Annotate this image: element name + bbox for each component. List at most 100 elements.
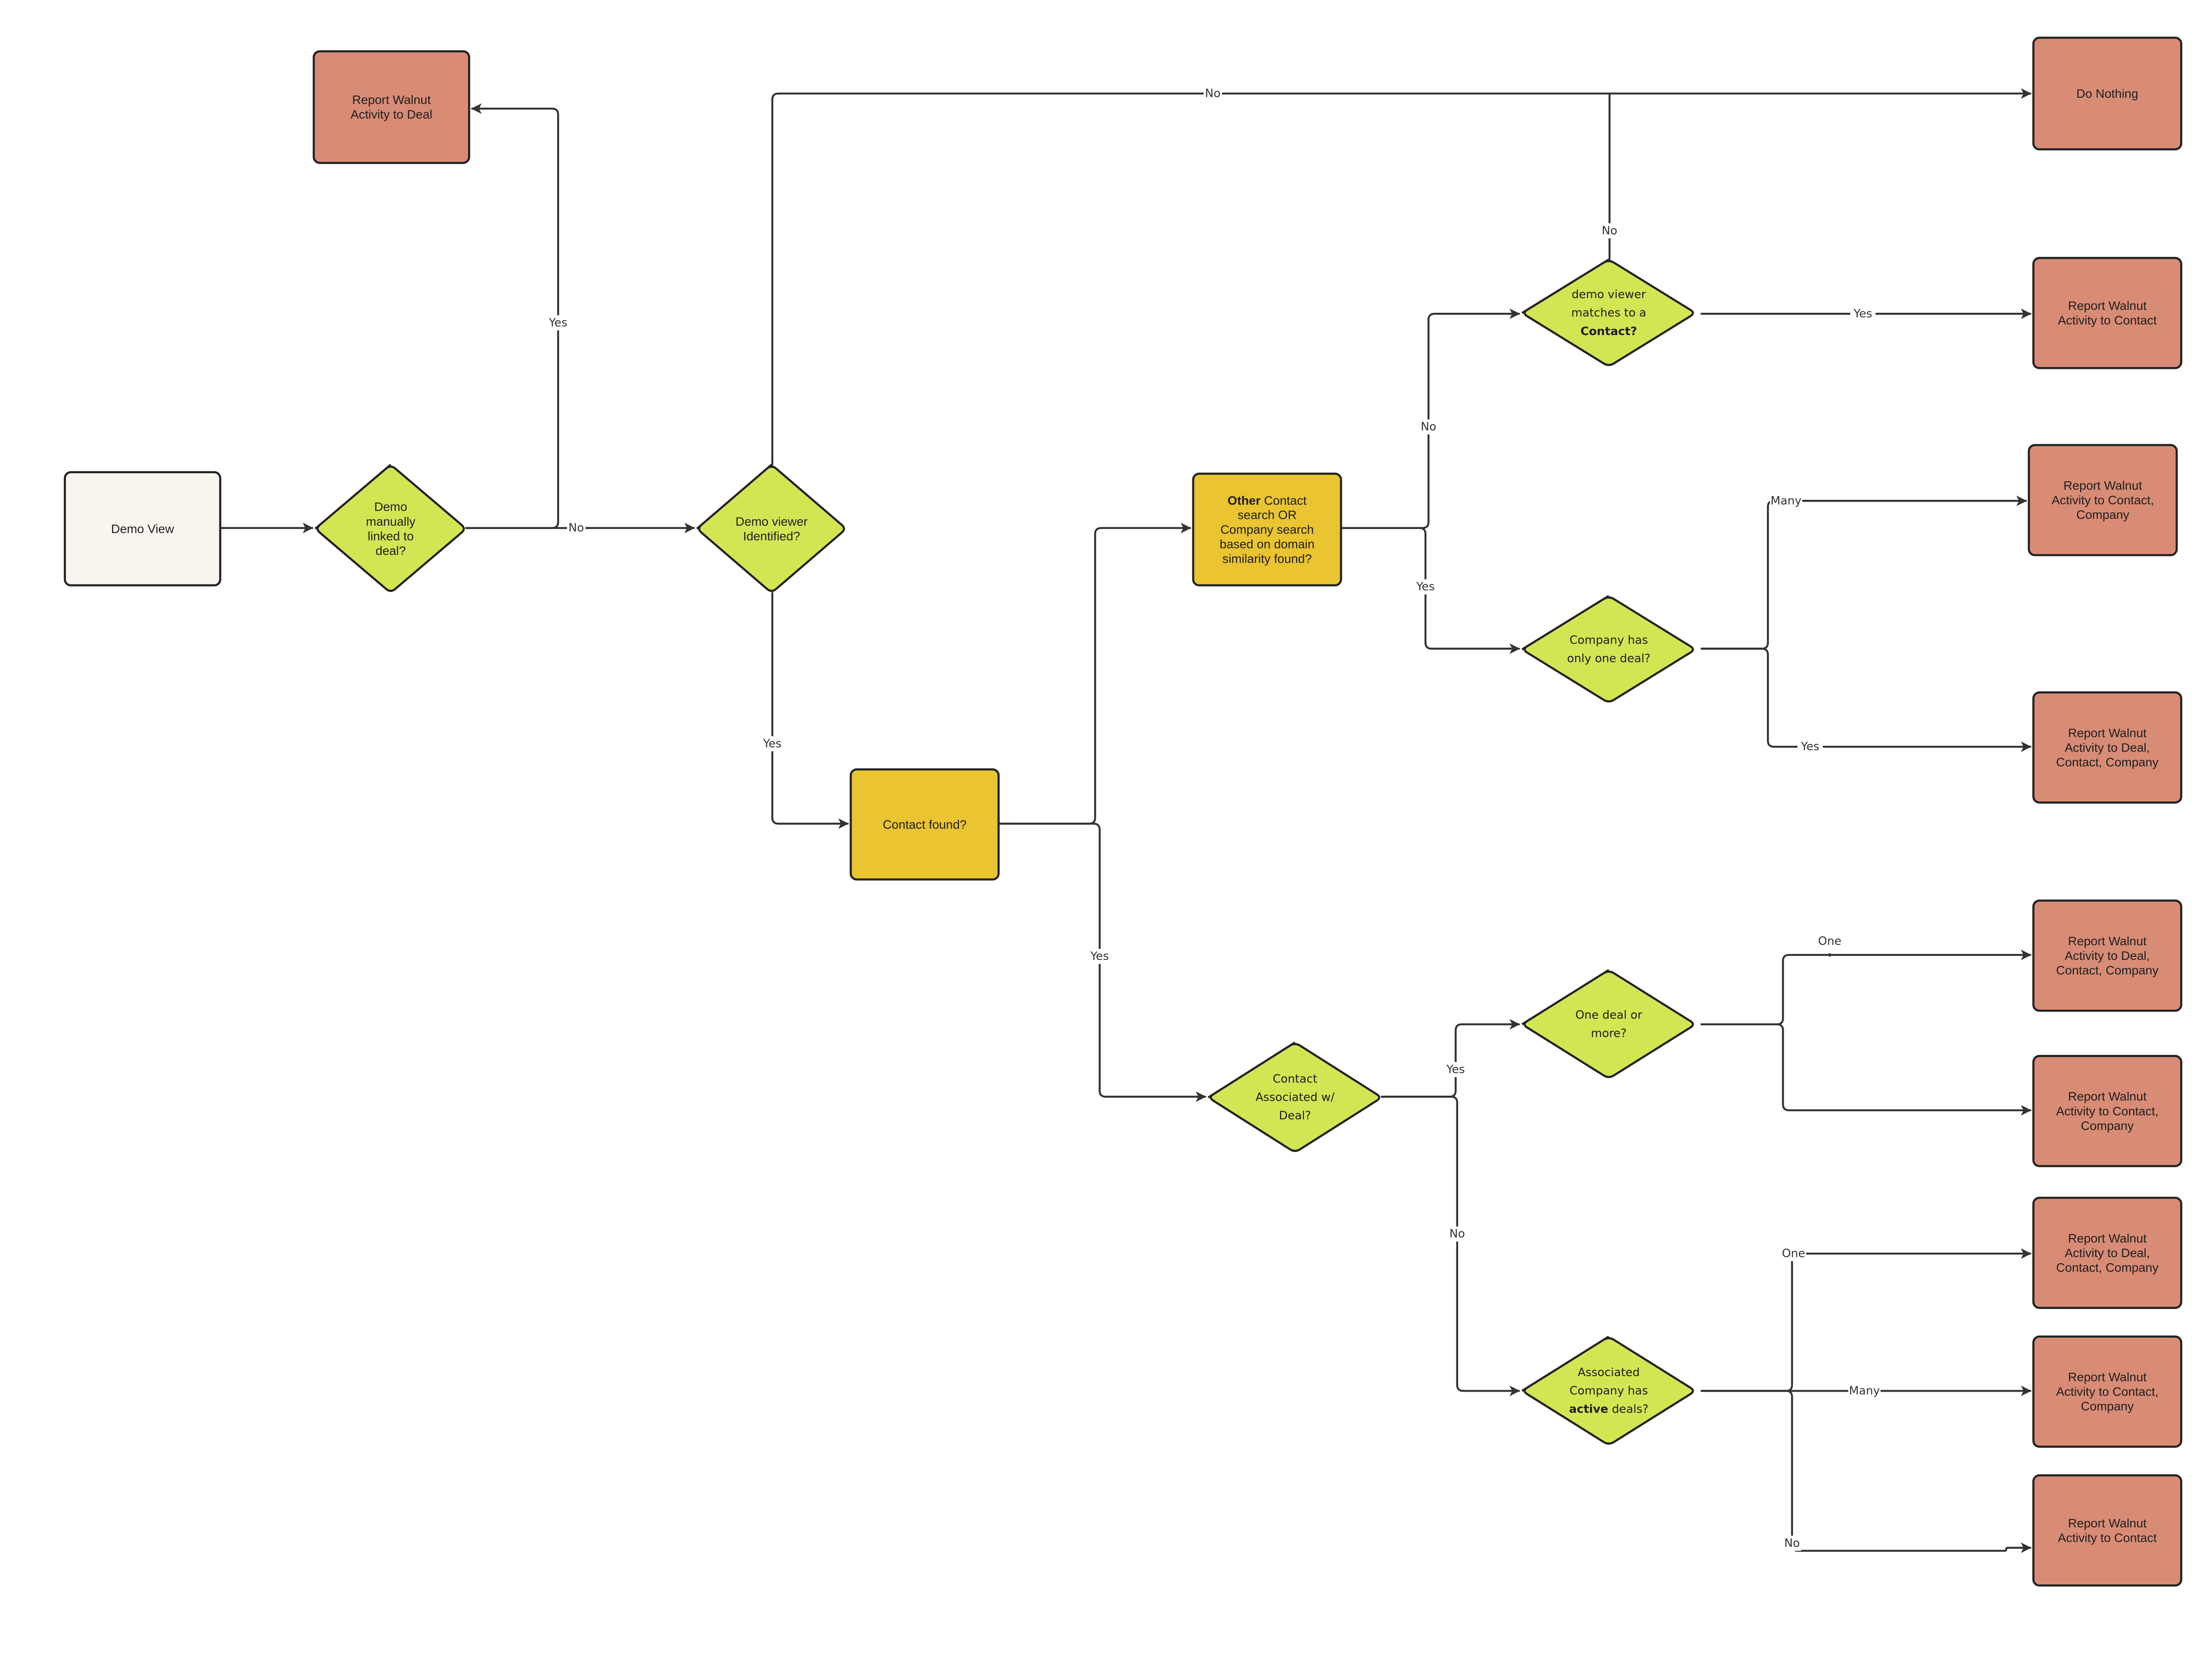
edge-label-text: No [1602, 224, 1617, 238]
edge-label-text: No [1205, 87, 1221, 100]
connector-manually-linked-to-report-deal-top [465, 103, 559, 529]
edge-label: Yes [545, 315, 571, 330]
edge-label-background [1850, 306, 1876, 322]
company-one-deal-label-line: Company has [1570, 633, 1648, 647]
edge-label-text: Yes [1446, 1063, 1465, 1076]
start-node-demo-view[interactable]: Demo View [64, 471, 222, 587]
edge-label-background [567, 520, 586, 536]
viewer-identified-label-line: Demo viewer [736, 514, 808, 528]
edge-label: No [1782, 1535, 1801, 1551]
report-contact-company-3-label-line: Activity to Contact, [2056, 1385, 2158, 1399]
report-contact-2-label-line: Activity to Contact [2058, 1531, 2157, 1545]
manually-linked-label-line: deal? [376, 544, 406, 557]
edge-label: One [1817, 932, 1843, 948]
edge-label-text: Many [1770, 494, 1801, 507]
edge-label: Yes [1797, 739, 1823, 755]
report-all-3-label-line: Report Walnut [2068, 1231, 2147, 1245]
outcome-node-do-nothing[interactable]: Do Nothing [2032, 36, 2182, 151]
edge-label-text: Yes [1853, 307, 1872, 320]
edge-label: Many [1848, 1383, 1881, 1399]
edge-label-background [1797, 739, 1823, 755]
report-contact-company-3-label-line: Report Walnut [2068, 1370, 2147, 1384]
demo-view-label-line: Demo View [111, 522, 174, 536]
connector-one-deal-or-more-to-report-contact-company-2 [1700, 1023, 2032, 1116]
edge-label-text: Yes [763, 737, 782, 750]
edge-label-text: No [1784, 1537, 1800, 1550]
assoc-company-active-label-line: active deals? [1569, 1403, 1648, 1416]
edge-label-background [760, 736, 785, 752]
connector-contact-assoc-deal-to-assoc-company-active [1381, 1096, 1520, 1396]
edge-label: Many [1770, 493, 1802, 509]
edge-label: Yes [1443, 1062, 1469, 1078]
edge-label-background [1782, 1535, 1801, 1551]
edge-label-text: Yes [1801, 740, 1820, 753]
edge-label: Yes [1850, 306, 1876, 322]
assoc-company-active-shape [1521, 1335, 1694, 1445]
report-all-2-label-line: Activity to Deal, [2065, 949, 2150, 963]
report-deal-top-shape [312, 50, 470, 164]
contact-found-shape [849, 768, 1000, 881]
report-contact-company-2-label-line: Activity to Contact, [2056, 1104, 2158, 1118]
report-all-1-label-line: Contact, Company [2056, 755, 2158, 769]
report-all-3-label-line: Contact, Company [2056, 1261, 2158, 1274]
edge-label-background [1203, 86, 1222, 101]
edge-label-background [1087, 949, 1113, 964]
text-span: deals? [1608, 1403, 1648, 1416]
do-nothing-label-line: Do Nothing [2076, 87, 2138, 100]
edge-label: No [567, 520, 586, 536]
contact-assoc-deal-label-line: Contact [1273, 1072, 1317, 1085]
edge-label-text: No [1421, 420, 1436, 433]
connector-anchor-dot [1828, 953, 1832, 957]
report-contact-1-shape [2032, 257, 2182, 369]
other-search-label-line: Company search [1221, 523, 1314, 537]
report-contact-company-2-shape [2032, 1055, 2182, 1167]
manually-linked-label-line: Demo [374, 500, 407, 514]
edge-label-background [545, 315, 571, 330]
one-deal-or-more-label-line: more? [1591, 1027, 1627, 1040]
matches-contact-label-line: matches to a [1571, 307, 1647, 320]
edge-label-text: One [1782, 1247, 1805, 1260]
process-node-contact-found[interactable]: Contact found? [849, 768, 1000, 881]
one-deal-or-more-shape [1521, 969, 1694, 1078]
edge-label: One [1781, 1246, 1806, 1262]
edge-label-text: Yes [1090, 950, 1109, 963]
company-one-deal-shape [1521, 595, 1694, 703]
demo-view-shape [64, 471, 222, 587]
report-contact-company-2-label-line: Company [2081, 1119, 2134, 1132]
decision-node-company-one-deal[interactable]: Company has only one deal? [1521, 595, 1694, 703]
report-contact-company-2-label-line: Report Walnut [2068, 1089, 2147, 1103]
report-all-3-label-line: Activity to Deal, [2065, 1246, 2150, 1260]
connector-viewer-identified-to-do-nothing [771, 88, 2032, 466]
bold-text: Other [1228, 493, 1261, 507]
contact-assoc-deal-label-line: Associated w/ [1256, 1091, 1335, 1104]
report-contact-company-1-label-line: Company [2076, 508, 2129, 522]
edge-label-text: Yes [1416, 580, 1435, 594]
edge-label-background [1419, 419, 1438, 435]
manually-linked-label-line: linked to [368, 529, 414, 543]
viewer-identified-label-line: Identified? [743, 529, 800, 543]
company-one-deal-label-line: only one deal? [1567, 652, 1651, 665]
contact-assoc-deal-label-line: Deal? [1279, 1109, 1311, 1123]
viewer-identified-shape [696, 464, 845, 592]
connector-contact-found-to-other-search [998, 522, 1191, 825]
report-all-3-shape [2032, 1197, 2182, 1309]
report-contact-company-1-label-line: Activity to Contact, [2051, 493, 2154, 507]
